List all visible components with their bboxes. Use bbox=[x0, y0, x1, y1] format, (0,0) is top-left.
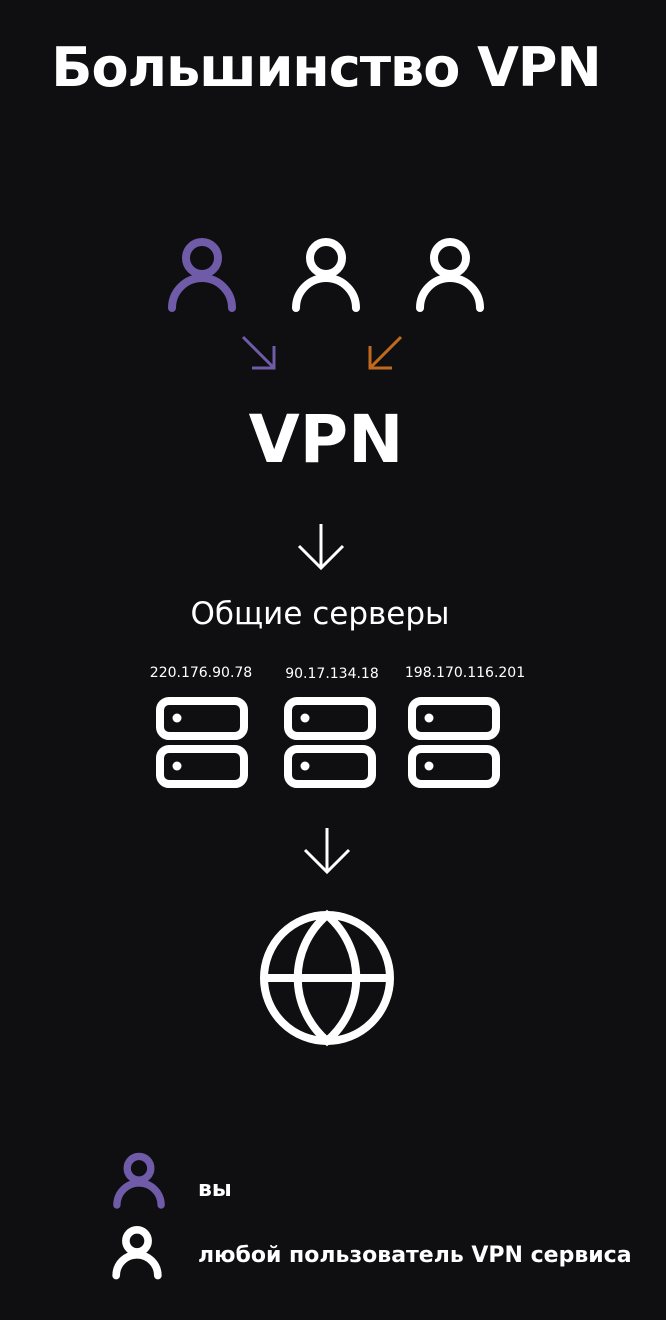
arrow-down-right-icon bbox=[240, 334, 278, 372]
legend-user-icon bbox=[112, 1224, 162, 1280]
legend-any-user-label: любой пользователь VPN сервиса bbox=[198, 1243, 632, 1268]
server-icon bbox=[156, 697, 248, 789]
server-ip-label: 90.17.134.18 bbox=[285, 666, 379, 682]
server-icon bbox=[284, 697, 376, 789]
server-icon bbox=[408, 697, 500, 789]
arrow-down-icon bbox=[302, 826, 352, 876]
globe-icon bbox=[258, 909, 396, 1047]
legend-you-label: вы bbox=[198, 1177, 232, 1202]
server-ip-label: 220.176.90.78 bbox=[149, 665, 253, 681]
user-icon-other bbox=[414, 236, 486, 312]
vpn-label: VPN bbox=[248, 401, 404, 478]
arrow-down-left-icon bbox=[366, 334, 404, 372]
user-icon-you bbox=[166, 236, 238, 312]
server-ip-label: 198.170.116.201 bbox=[404, 665, 526, 681]
page-title: Большинство VPN bbox=[51, 36, 601, 99]
user-icon-other bbox=[290, 236, 362, 312]
arrow-down-icon bbox=[296, 522, 346, 572]
legend-you-icon bbox=[112, 1152, 166, 1209]
shared-servers-label: Общие серверы bbox=[190, 596, 450, 632]
